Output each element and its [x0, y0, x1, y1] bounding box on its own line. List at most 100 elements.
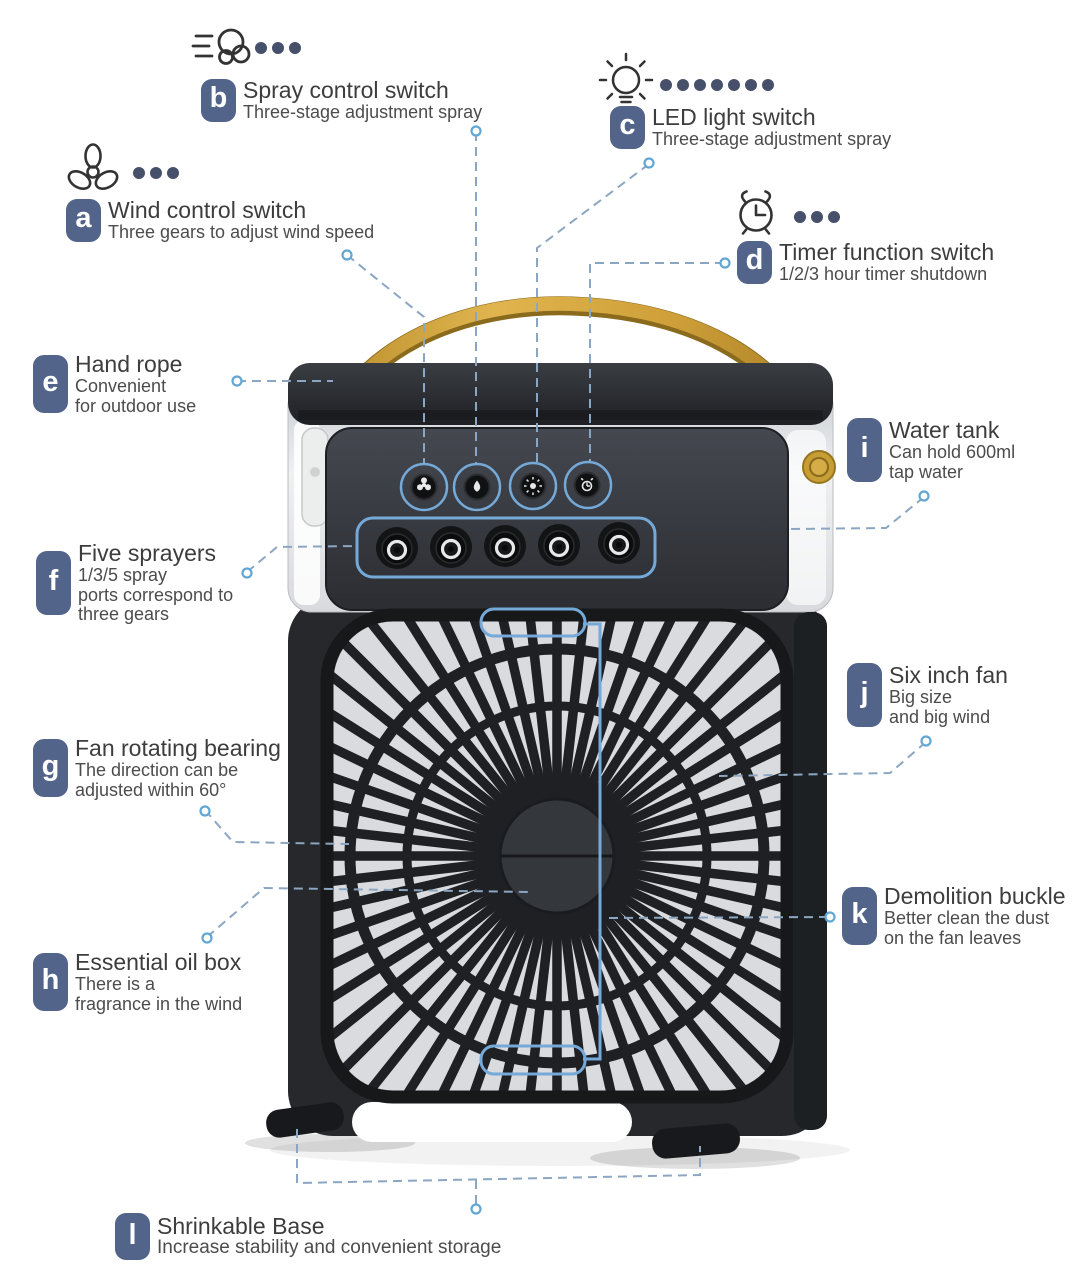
connector-a [346, 254, 425, 463]
feature-subtitle: Three-stage adjustment spray [652, 128, 892, 149]
feature-title: Water tank [889, 417, 1000, 443]
feature-title: Six inch fan [889, 662, 1008, 688]
top-cap [288, 363, 833, 425]
feature-subtitle: Three gears to adjust wind speed [108, 221, 375, 242]
feature-label-b: b Spray control switch Three-stage adjus… [201, 78, 482, 123]
label-badge-h: h [33, 953, 68, 1012]
feature-subtitle: Big size [889, 686, 953, 707]
spray-button [463, 473, 491, 501]
buckle-bracket [479, 607, 602, 1076]
feature-label-e: e Hand rope Convenient for outdoor use [33, 352, 196, 416]
indicator-dots-b [255, 42, 301, 54]
nozzle [538, 524, 580, 566]
feature-subtitle: Increase stability and convenient storag… [157, 1237, 502, 1259]
label-badge-c: c [610, 105, 645, 149]
indicator-dot [289, 42, 301, 54]
nozzle [598, 522, 640, 564]
feature-subtitle: and big wind [889, 706, 991, 727]
feature-subtitle: There is a [75, 973, 156, 994]
feature-subtitle: Convenient [75, 375, 167, 396]
feature-title: Hand rope [75, 351, 183, 377]
indicator-dot [677, 79, 689, 91]
nozzle [376, 527, 418, 569]
feature-label-k: k Demolition buckle Better clean the dus… [842, 884, 1066, 948]
connector-f [246, 545, 358, 573]
indicator-dots-c [660, 79, 774, 91]
indicator-dot [711, 79, 723, 91]
connector-i [790, 496, 925, 530]
feature-label-j: j Six inch fan Big size and big wind [847, 662, 1008, 728]
feature-label-c: c LED light switch Three-stage adjustmen… [610, 105, 891, 150]
indicator-dot [811, 211, 823, 223]
body-side-shade [794, 612, 827, 1130]
indicator-dot [728, 79, 740, 91]
spray-icon [191, 28, 251, 65]
indicator-dots-a [133, 167, 179, 179]
feature-title: Five sprayers [78, 540, 217, 566]
sprayer-nozzles [376, 522, 640, 569]
feature-subtitle: for outdoor use [75, 395, 197, 416]
connectors [204, 132, 927, 1204]
base-arch [352, 1102, 632, 1142]
connector-j [718, 741, 927, 777]
connector-k [603, 916, 829, 919]
feature-subtitle: adjusted within 60° [75, 779, 227, 800]
handle-hook [301, 427, 329, 527]
wind-button [410, 473, 438, 501]
feature-title: Fan rotating bearing [75, 735, 281, 761]
feature-subtitle: three gears [78, 604, 170, 625]
feature-title: Shrinkable Base [157, 1212, 325, 1239]
handle-medallion [802, 450, 836, 484]
indicator-dot [694, 79, 706, 91]
feature-subtitle: tap water [889, 461, 964, 482]
label-badge-k: k [842, 887, 877, 946]
indicator-dots-d [794, 211, 840, 223]
connector-l [296, 1129, 701, 1185]
nozzle [484, 525, 526, 567]
feature-title: Timer function switch [779, 239, 995, 265]
bulb-icon [598, 52, 654, 104]
label-badge-j: j [847, 663, 882, 728]
feature-title: Wind control switch [108, 197, 307, 223]
indicator-dot [133, 167, 145, 179]
feature-label-h: h Essential oil box There is a fragrance… [33, 950, 242, 1014]
feature-subtitle: on the fan leaves [884, 927, 1022, 948]
feature-title: Spray control switch [243, 77, 449, 103]
feature-subtitle: 1/3/5 spray [78, 564, 168, 585]
indicator-dot [794, 211, 806, 223]
feature-label-i: i Water tank Can hold 600ml tap water [847, 417, 1016, 483]
sprayer-highlight-box [355, 516, 657, 579]
light-button [519, 472, 547, 500]
feature-subtitle: ports correspond to [78, 584, 234, 605]
connector-c [536, 163, 650, 462]
feature-subtitle: Three-stage adjustment spray [243, 101, 483, 122]
indicator-dot [272, 42, 284, 54]
indicator-dot [828, 211, 840, 223]
timer-button [573, 471, 601, 499]
feature-title: LED light switch [652, 104, 816, 130]
label-badge-f: f [36, 551, 71, 616]
indicator-dot [150, 167, 162, 179]
indicator-dot [255, 42, 267, 54]
nozzle [430, 526, 472, 568]
connector-h [206, 886, 530, 938]
feature-subtitle: fragrance in the wind [75, 993, 243, 1014]
label-badge-d: d [737, 240, 772, 284]
fan-icon [67, 143, 119, 190]
label-badge-i: i [847, 418, 882, 483]
feature-label-a: a Wind control switch Three gears to adj… [66, 198, 374, 243]
alarm-icon [739, 190, 773, 235]
indicator-dot [745, 79, 757, 91]
feature-label-l: l Shrinkable Base Increase stability and… [115, 1213, 501, 1260]
feature-label-g: g Fan rotating bearing The direction can… [33, 736, 281, 800]
feature-subtitle: Can hold 600ml [889, 441, 1016, 462]
device-buttons [410, 471, 601, 501]
feature-title: Essential oil box [75, 949, 242, 975]
label-badge-g: g [33, 739, 68, 798]
connector-dots [199, 125, 932, 1215]
feature-subtitle: The direction can be [75, 759, 239, 780]
button-highlight-circles [399, 460, 613, 512]
indicator-dot [167, 167, 179, 179]
label-badge-a: a [66, 198, 101, 242]
